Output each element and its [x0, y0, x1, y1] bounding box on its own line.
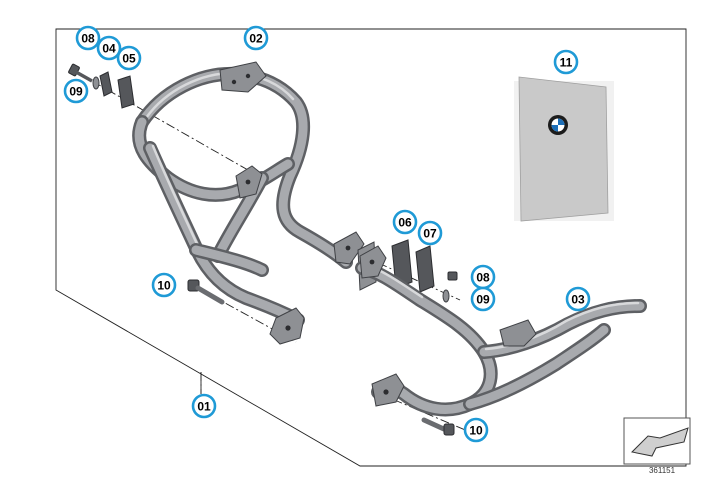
reference-number: 361151	[648, 466, 676, 475]
spacer	[99, 71, 113, 97]
svg-text:03: 03	[571, 293, 585, 307]
bmw-roundel-icon	[548, 115, 568, 135]
svg-text:05: 05	[122, 52, 136, 66]
instruction-booklet	[514, 76, 614, 222]
svg-text:02: 02	[249, 32, 263, 46]
svg-text:08: 08	[81, 32, 95, 46]
svg-text:06: 06	[398, 216, 412, 230]
svg-text:08: 08	[476, 271, 490, 285]
assembly-frame	[55, 28, 687, 467]
washer-upper	[92, 76, 100, 90]
direction-arrow-icon	[630, 427, 689, 457]
svg-text:04: 04	[102, 42, 116, 56]
callout-06: 06	[392, 209, 418, 235]
callout-09-right: 09	[470, 286, 496, 312]
crash-bar-right	[355, 245, 647, 417]
callout-03: 03	[565, 286, 591, 312]
washer-right	[442, 289, 450, 303]
callout-08: 08	[75, 25, 101, 51]
rubber-buffer	[117, 75, 135, 109]
svg-text:10: 10	[469, 424, 483, 438]
screw-right	[447, 271, 458, 281]
callout-08-right: 08	[470, 264, 496, 290]
bolt-left	[187, 279, 225, 305]
callout-04: 04	[96, 35, 122, 61]
svg-text:11: 11	[560, 56, 573, 70]
callout-02: 02	[243, 25, 269, 51]
svg-text:09: 09	[476, 293, 490, 307]
crash-bar-left	[132, 61, 365, 345]
orientation-box	[623, 417, 691, 465]
svg-text:10: 10	[157, 279, 171, 293]
callout-05: 05	[116, 45, 142, 71]
callout-07: 07	[417, 220, 443, 246]
callout-11: 11	[553, 49, 579, 75]
callout-10-right: 10	[463, 417, 489, 443]
screw-upper	[68, 63, 93, 83]
callout-09: 09	[63, 78, 89, 104]
svg-text:07: 07	[423, 227, 437, 241]
svg-text:01: 01	[197, 400, 211, 414]
svg-text:09: 09	[69, 85, 83, 99]
callout-10-left: 10	[151, 272, 177, 298]
bolt-right	[421, 417, 455, 436]
callout-01: 01	[191, 393, 217, 419]
